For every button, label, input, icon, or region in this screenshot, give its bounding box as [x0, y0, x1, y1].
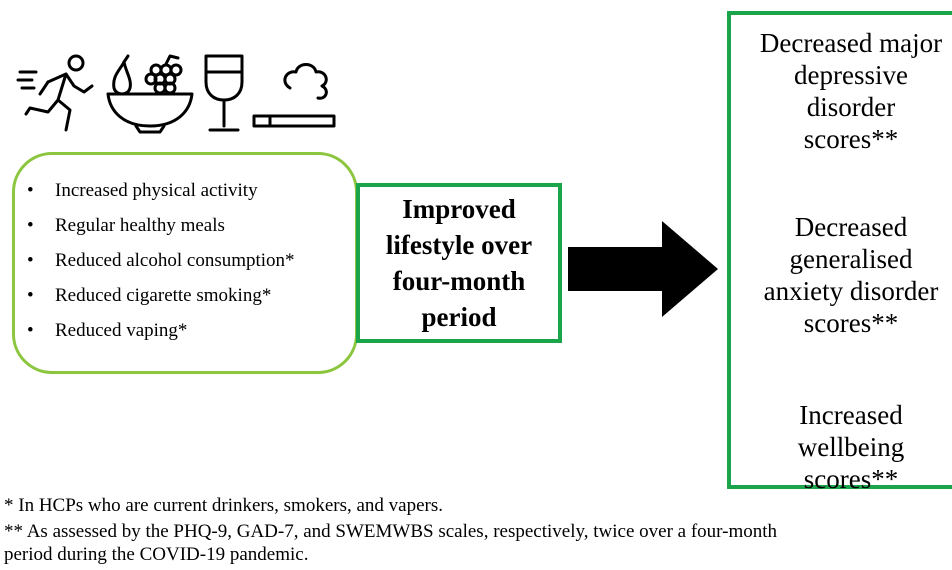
lifestyle-line: lifestyle over — [385, 230, 533, 260]
improved-lifestyle-box: Improved lifestyle over four-month perio… — [356, 183, 562, 343]
footnote-double-asterisk: ** As assessed by the PHQ-9, GAD-7, and … — [4, 521, 778, 542]
behaviors-list: Increased physical activity Regular heal… — [27, 179, 295, 354]
footnote-single-asterisk: * In HCPs who are current drinkers, smok… — [4, 495, 444, 516]
lifestyle-line: four-month — [392, 266, 526, 296]
list-item: Reduced cigarette smoking* — [27, 284, 295, 308]
footnote-double-asterisk-continued: period during the COVID-19 pandemic. — [4, 544, 309, 565]
list-item: Regular healthy meals — [27, 214, 295, 238]
improved-lifestyle-text: Improved lifestyle over four-month perio… — [386, 191, 532, 335]
fruit-bowl-icon — [104, 52, 196, 134]
list-item: Increased physical activity — [27, 179, 295, 203]
outcome-depressive: Decreased major depressive disorder scor… — [759, 28, 943, 154]
right-arrow-icon — [568, 221, 720, 322]
list-item: Reduced alcohol consumption* — [27, 249, 295, 273]
behaviors-box: Increased physical activity Regular heal… — [12, 152, 358, 374]
lifestyle-line: period — [421, 302, 497, 332]
outcome-wellbeing: Increased wellbeing scores** — [797, 400, 905, 494]
outcome-anxiety: Decreased generalised anxiety disorder s… — [763, 212, 939, 338]
wine-glass-icon — [200, 52, 248, 134]
running-person-icon — [14, 52, 100, 134]
outcomes-box: Decreased major depressive disorder scor… — [727, 11, 952, 494]
cigarette-icon — [250, 58, 342, 130]
lifestyle-line: Improved — [402, 194, 516, 224]
list-item: Reduced vaping* — [27, 319, 295, 343]
